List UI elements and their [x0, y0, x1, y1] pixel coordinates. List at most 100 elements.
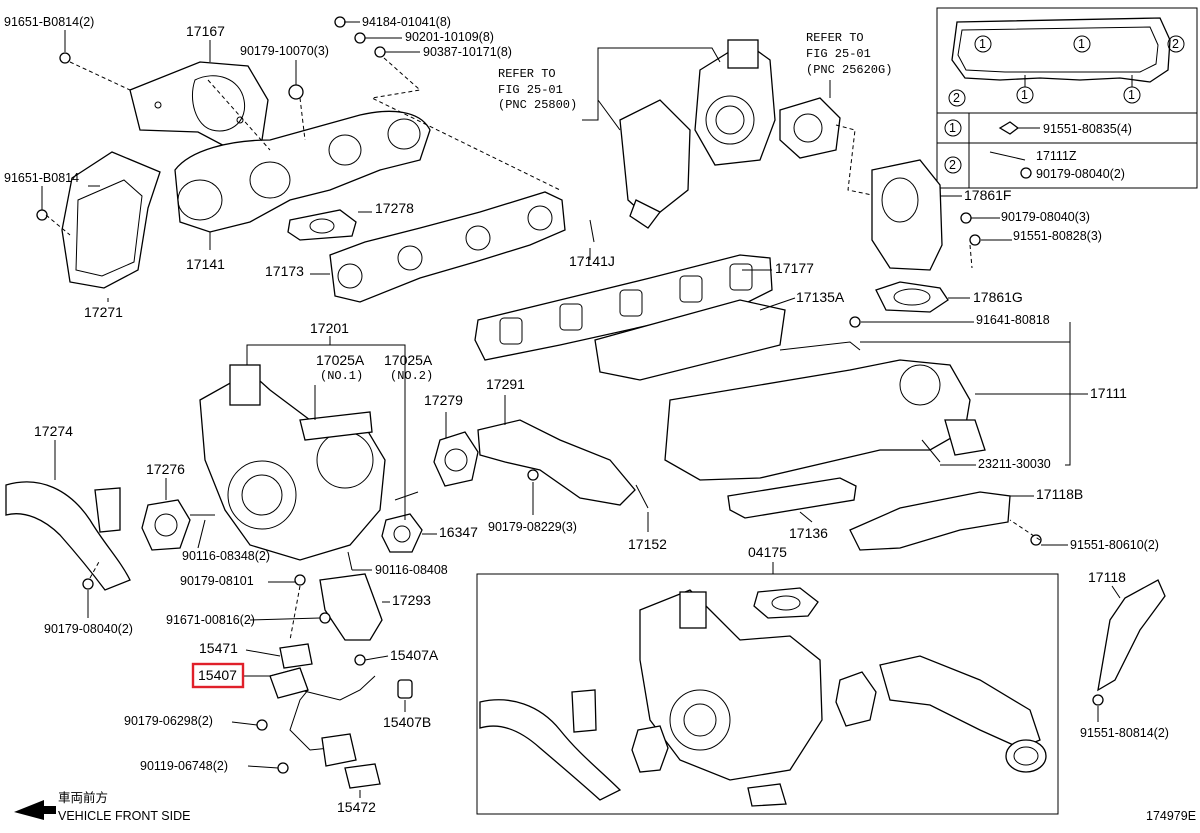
- part-label-vehicle-front-side: VEHICLE FRONT SIDE: [58, 809, 190, 823]
- intake-manifold-17111: [664, 359, 986, 481]
- part-label-90179-06298-2: 90179-06298(2): [124, 714, 213, 728]
- part-label-17173: 17173: [265, 263, 304, 279]
- callout-labels: 91651-B0814(2) 17167 90179-10070(3) 94184-0…: [4, 15, 1196, 823]
- part-label-90201-10109-8: 90201-10109(8): [405, 30, 494, 44]
- part-label-90179-08101: 90179-08101: [180, 574, 254, 588]
- part-label-17118b: 17118B: [1036, 486, 1083, 502]
- highlight-box-15407: [191, 662, 245, 689]
- turbocharger-17201: [199, 364, 386, 561]
- part-label-17274: 17274: [34, 423, 73, 439]
- gasket-15471: [279, 643, 313, 669]
- part-label-pnc-25800: (PNC 25800): [498, 98, 577, 112]
- part-label-15472: 15472: [337, 799, 376, 815]
- svg-text:1: 1: [1128, 88, 1135, 102]
- union-15407B: [397, 679, 413, 699]
- part-label-pnc-25620g: (PNC 25620G): [806, 63, 892, 77]
- legend-row-2-part-b: 90179-08040(2): [1036, 167, 1125, 181]
- part-label-17152: 17152: [628, 536, 667, 552]
- part-label-90179-08229-3: 90179-08229(3): [488, 520, 577, 534]
- part-label-90116-08348-2: 90116-08348(2): [182, 549, 270, 563]
- part-label-17861f: 17861F: [964, 187, 1011, 203]
- gasket-kit-box: [476, 573, 1059, 815]
- part-label-no-2: (NO.2): [390, 369, 433, 383]
- heat-insulator-17271: [61, 151, 161, 289]
- gasket-16347: [381, 513, 423, 553]
- heat-insulator-17167: [129, 61, 269, 151]
- part-label-15471: 15471: [199, 640, 238, 656]
- egr-valve: [694, 39, 776, 166]
- egr-gasket: [779, 97, 841, 159]
- part-label-17861g: 17861G: [973, 289, 1023, 305]
- part-label-90179-10070-3: 90179-10070(3): [240, 44, 329, 58]
- part-label-17276: 17276: [146, 461, 185, 477]
- part-label-17025a: 17025A: [316, 352, 365, 368]
- part-label-17025a: 17025A: [384, 352, 433, 368]
- part-label-90387-10171-8: 90387-10171(8): [423, 45, 512, 59]
- part-label-17136: 17136: [789, 525, 828, 541]
- part-label-17111: 17111: [1090, 385, 1127, 401]
- part-label-91641-80818: 91641-80818: [976, 313, 1050, 327]
- part-label-fig-25-01: FIG 25-01: [498, 83, 563, 97]
- egr-actuator: [619, 99, 691, 229]
- part-label-91551-80610-2: 91551-80610(2): [1070, 538, 1159, 552]
- leader-lines: [41, 21, 1121, 798]
- svg-text:1: 1: [1021, 88, 1028, 102]
- part-label-91551-80814-2: 91551-80814(2): [1080, 726, 1169, 740]
- part-label-04175: 04175: [748, 544, 787, 560]
- intake-connector-17861F: [871, 159, 943, 271]
- gasket-17278: [287, 209, 357, 241]
- svg-text:1: 1: [1078, 37, 1085, 51]
- vehicle-front-arrow-icon: [14, 800, 56, 820]
- part-label-15407b: 15407B: [383, 714, 431, 730]
- legend-inset: 1 1 1 1 2 2 1 91551-80835(4) 2 17111Z 90…: [936, 7, 1198, 189]
- part-label-91671-00816-2: 91671-00816(2): [166, 613, 255, 627]
- pipe-17291: [477, 419, 636, 506]
- exhaust-gasket-17173: [329, 191, 566, 303]
- part-label-17271: 17271: [84, 304, 123, 320]
- part-label-17135a: 17135A: [796, 289, 845, 305]
- baffle-17136: [727, 477, 857, 519]
- part-label-91651-b0814-2: 91651-B0814(2): [4, 15, 94, 29]
- legend-marker-2-callouts: 2 2: [948, 35, 1185, 107]
- part-label-94184-01041-8: 94184-01041(8): [362, 15, 451, 29]
- svg-text:1: 1: [979, 37, 986, 51]
- part-label-no-1: (NO.1): [320, 369, 363, 383]
- part-label-17201: 17201: [310, 320, 349, 336]
- dashed-lines: [45, 57, 1041, 641]
- gasket-15472: [344, 763, 381, 789]
- bracket-17118B: [849, 491, 1011, 551]
- part-label-17293: 17293: [392, 592, 431, 608]
- part-label-refer-to: REFER TO: [806, 31, 864, 45]
- part-label-refer-to: REFER TO: [498, 67, 556, 81]
- svg-text:2: 2: [953, 91, 960, 105]
- hose-17274: [5, 481, 131, 591]
- gasket-17276: [141, 499, 191, 551]
- part-label-15407a: 15407A: [390, 647, 439, 663]
- part-label-fig-25-01: FIG 25-01: [806, 47, 871, 61]
- part-label-17278: 17278: [375, 200, 414, 216]
- part-label-16347: 16347: [439, 524, 478, 540]
- gasket-15472-a: [321, 733, 357, 767]
- part-label-91551-80828-3: 91551-80828(3): [1013, 229, 1102, 243]
- part-label-90179-08040-3: 90179-08040(3): [1001, 210, 1090, 224]
- bracket-17118: [1097, 579, 1166, 692]
- part-label-90119-06748-2: 90119-06748(2): [140, 759, 228, 773]
- gasket-17861G: [875, 281, 949, 313]
- legend-row-2-marker: 2: [949, 158, 956, 172]
- gasket-17279: [433, 431, 479, 487]
- legend-row-1-part: 91551-80835(4): [1043, 122, 1132, 136]
- part-label-15407: 15407: [198, 667, 237, 683]
- part-label-90116-08408: 90116-08408: [375, 563, 448, 577]
- intake-gasket-17177: [474, 254, 773, 361]
- part-label-91651-b0814: 91651-B0814: [4, 171, 79, 185]
- legend-row-2-part-a: 17111Z: [1036, 149, 1077, 163]
- part-label-90179-08040-2: 90179-08040(2): [44, 622, 133, 636]
- part-label-17141: 17141: [186, 256, 225, 272]
- part-label-17291: 17291: [486, 376, 525, 392]
- part-label-17118: 17118: [1088, 569, 1126, 585]
- part-label-: 車両前方: [58, 790, 108, 805]
- part-label-17167: 17167: [186, 23, 225, 39]
- part-label-23211-30030: 23211-30030: [978, 457, 1051, 471]
